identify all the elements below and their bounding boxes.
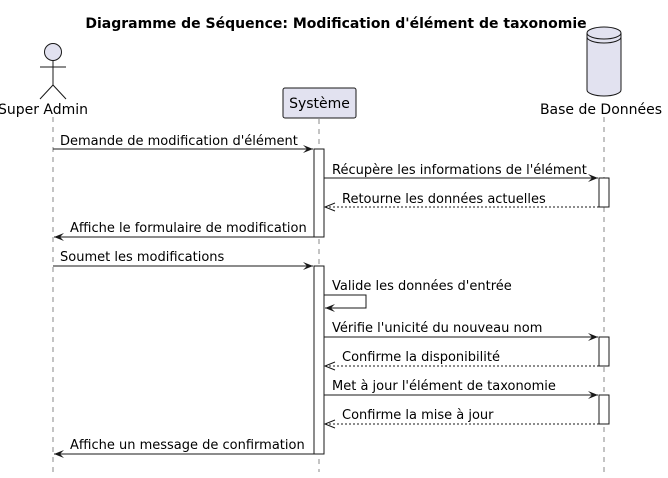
arrowhead-icon	[303, 145, 313, 153]
diagram-title: Diagramme de Séquence: Modification d'él…	[85, 16, 586, 32]
participant-systeme: Système	[282, 87, 357, 119]
message-2: Récupère les informations de l'élément	[324, 163, 598, 182]
message-label: Confirme la disponibilité	[342, 350, 500, 365]
activation-db-1	[598, 177, 610, 208]
message-label: Affiche un message de confirmation	[70, 438, 305, 453]
actor-figure-icon	[39, 43, 67, 100]
participant-label-systeme: Système	[289, 96, 350, 112]
message-10: Confirme la mise à jour	[323, 408, 599, 429]
message-label: Récupère les informations de l'élément	[332, 163, 587, 178]
arrowhead-icon	[323, 419, 336, 429]
arrowhead-icon	[323, 361, 336, 371]
message-label: Valide les données d'entrée	[332, 279, 512, 294]
arrowhead-icon	[323, 202, 336, 212]
arrowhead-icon	[588, 174, 598, 182]
database-icon	[586, 26, 622, 97]
message-label: Met à jour l'élément de taxonomie	[332, 379, 556, 394]
message-3: Retourne les données actuelles	[323, 192, 599, 212]
arrowhead-icon	[54, 233, 64, 241]
message-label: Affiche le formulaire de modification	[70, 221, 307, 236]
message-label: Retourne les données actuelles	[342, 192, 546, 207]
activation-db-2	[598, 336, 610, 367]
message-label: Soumet les modifications	[60, 250, 225, 265]
participant-base-de-donnees: Base de Données	[540, 26, 662, 118]
arrowhead-icon	[54, 450, 64, 458]
message-4: Affiche le formulaire de modification	[54, 221, 314, 241]
message-11: Affiche un message de confirmation	[54, 438, 314, 458]
activation-db-3	[598, 394, 610, 425]
message-1: Demande de modification d'élément	[53, 134, 313, 153]
arrowhead-icon	[588, 391, 598, 399]
message-label: Demande de modification d'élément	[60, 134, 298, 149]
message-8: Confirme la disponibilité	[323, 350, 599, 371]
message-label: Confirme la mise à jour	[342, 408, 494, 423]
actor-super-admin: Super Admin	[0, 43, 88, 118]
message-9: Met à jour l'élément de taxonomie	[324, 379, 598, 399]
arrowhead-icon	[325, 304, 335, 312]
message-7: Vérifie l'unicité du nouveau nom	[324, 321, 598, 341]
participant-box-systeme	[282, 87, 357, 119]
message-label: Vérifie l'unicité du nouveau nom	[332, 321, 542, 336]
arrowhead-icon	[588, 333, 598, 341]
message-6: Valide les données d'entrée	[324, 279, 512, 312]
message-5: Soumet les modifications	[53, 250, 313, 270]
arrowhead-icon	[303, 262, 313, 270]
participant-label-super-admin: Super Admin	[0, 102, 88, 118]
activation-systeme-1	[313, 148, 325, 238]
activation-systeme-2	[313, 265, 325, 455]
participant-label-base-de-donnees: Base de Données	[540, 102, 662, 118]
